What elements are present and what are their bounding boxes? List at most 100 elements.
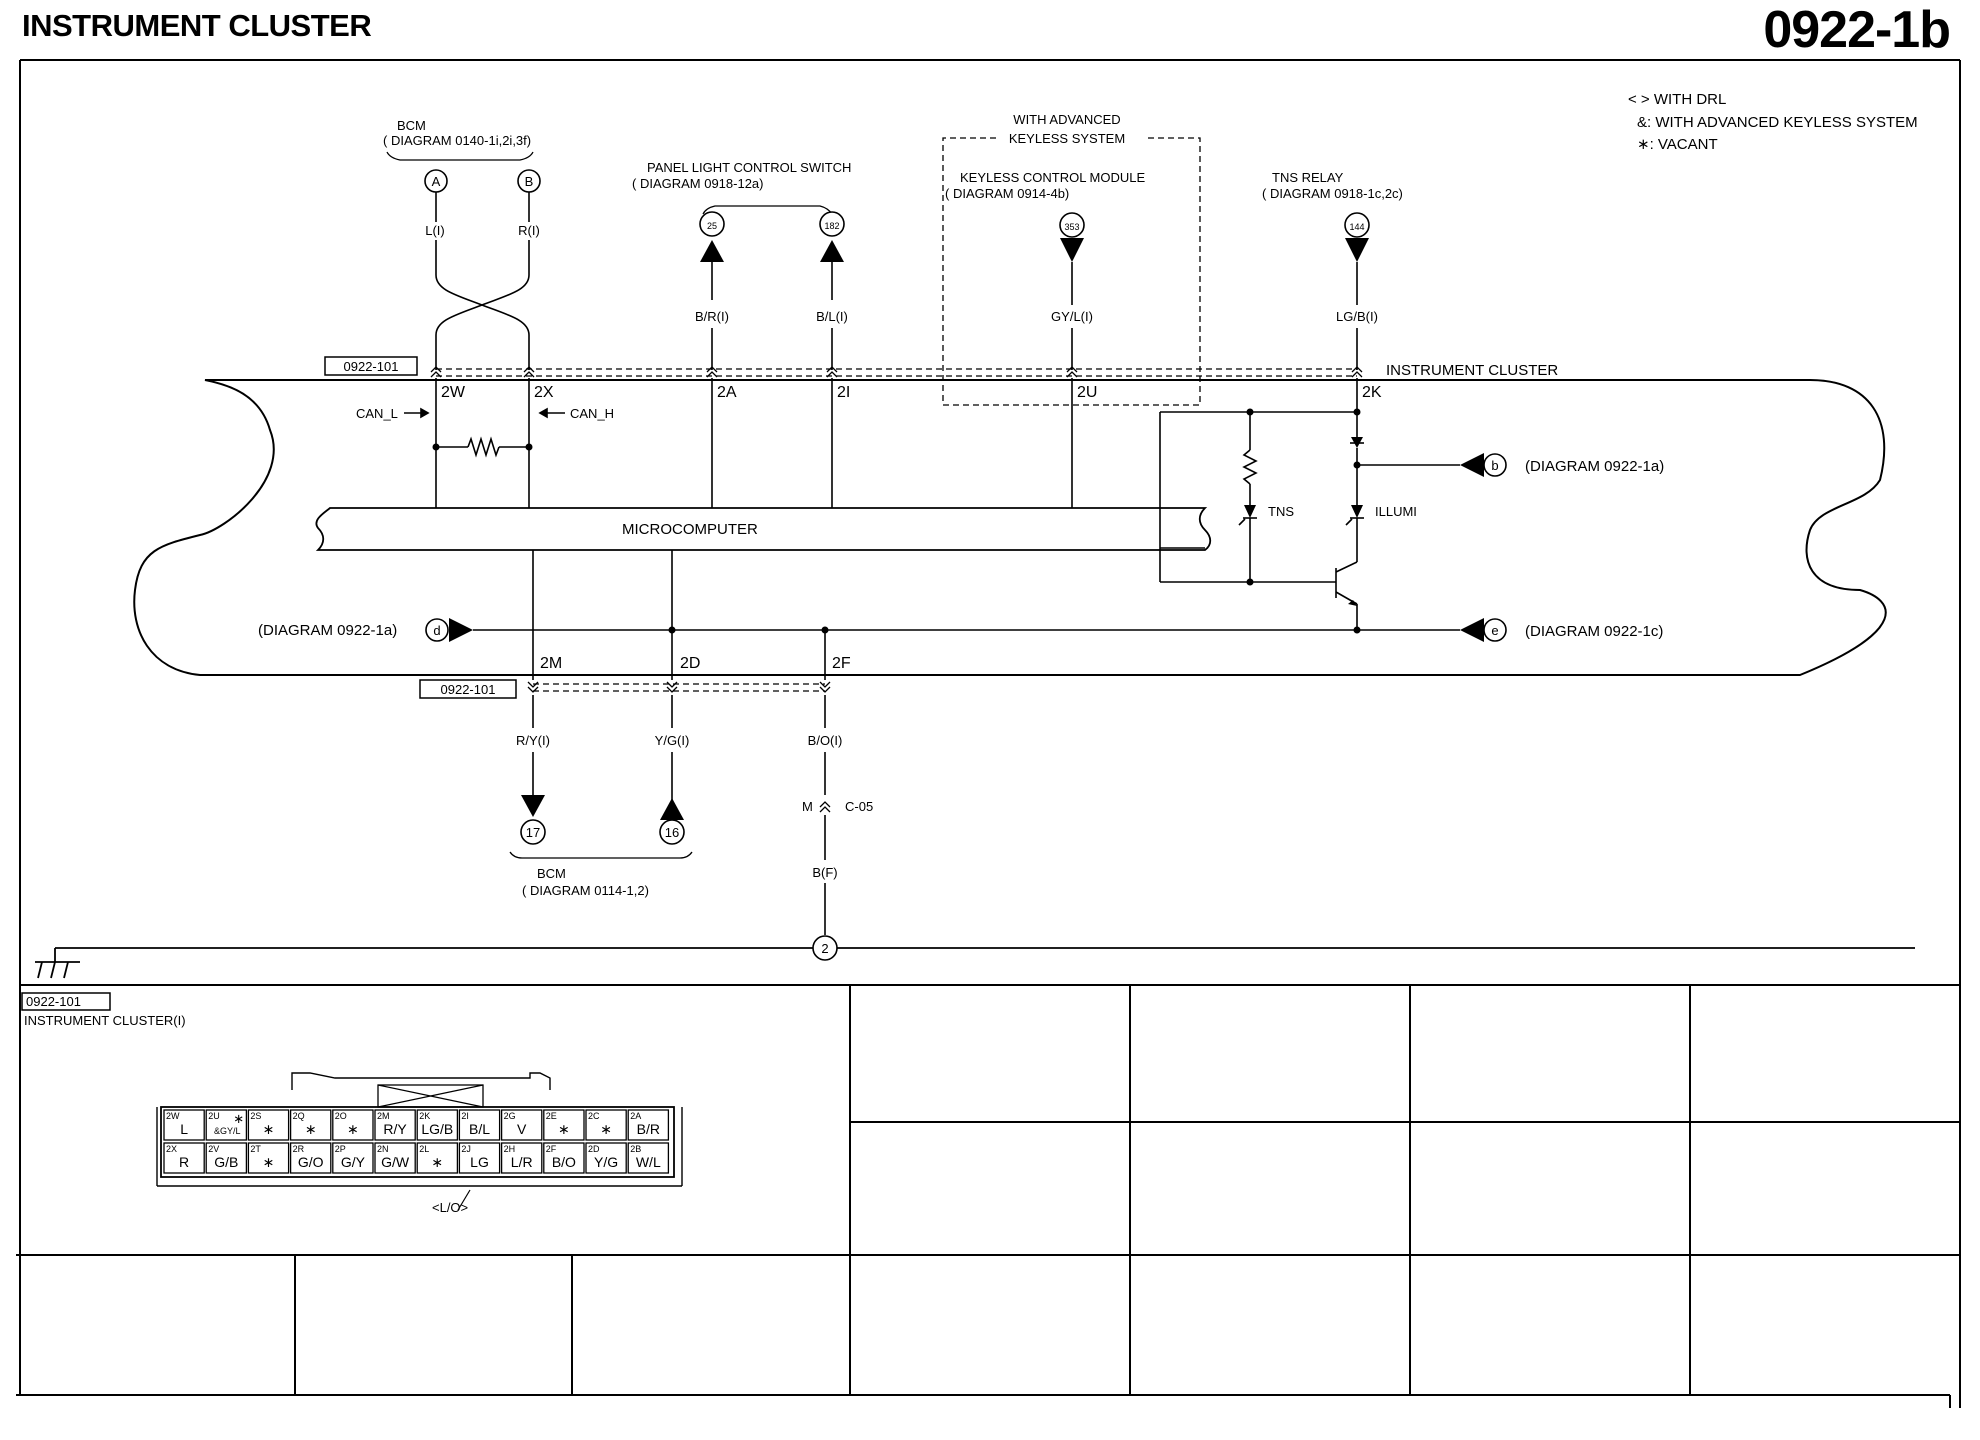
bcm-terminal-16: 16 — [665, 825, 679, 840]
keyless-option-2: KEYLESS SYSTEM — [1009, 131, 1125, 146]
connector-pin-cell — [458, 1109, 501, 1141]
connector-m-label: M — [802, 799, 813, 814]
legend-keyless: &: WITH ADVANCED KEYLESS SYSTEM — [1637, 114, 1918, 131]
connector-pin-cell — [374, 1142, 416, 1174]
connector-pin-cell — [289, 1109, 332, 1141]
connector-pin-cell — [332, 1142, 374, 1174]
offpage-e-ref: (DIAGRAM 0922-1c) — [1525, 623, 1663, 640]
wire-color-can-l: L(I) — [425, 223, 445, 238]
connector-pin-cell — [416, 1142, 459, 1174]
bcm-terminal-a: A — [432, 174, 441, 189]
illumi-lamp-label: ILLUMI — [1375, 504, 1417, 519]
connector-pin-color: W/L — [636, 1154, 661, 1170]
connector-pin-id: 2S — [250, 1111, 261, 1121]
pin-2w: 2W — [441, 384, 466, 401]
connector-pin-cell — [332, 1109, 374, 1141]
connector-pin-id: 2O — [335, 1111, 347, 1121]
connector-pin-id: 2R — [293, 1144, 305, 1154]
connector-pin-id: 2C — [588, 1111, 600, 1121]
connector-pin-cell — [247, 1109, 290, 1141]
offpage-connector-b: b (DIAGRAM 0922-1a) — [1460, 453, 1664, 477]
connector-pin-id: 2A — [630, 1111, 641, 1121]
connector-pin-id: 2J — [461, 1144, 471, 1154]
connector-pin-id: 2V — [208, 1144, 219, 1154]
connector-pin-id: 2U — [208, 1111, 220, 1121]
connector-pin-color: Y/G — [594, 1154, 618, 1170]
ground-point-2 — [812, 935, 838, 961]
bcm-bottom-ref: ( DIAGRAM 0114-1,2) — [522, 883, 649, 898]
connector-view-ref: 0922-101 — [26, 994, 81, 1009]
connector-pin-color: ∗ — [305, 1121, 317, 1137]
keyless-terminal-353: 353 — [1064, 222, 1079, 232]
connector-pin-id: 2P — [335, 1144, 346, 1154]
pin-2m: 2M — [540, 655, 562, 672]
microcomputer-label: MICROCOMPUTER — [622, 521, 758, 538]
pin-2i: 2I — [837, 384, 850, 401]
connector-pin-cell — [585, 1142, 627, 1174]
connector-pin-id: 2I — [461, 1111, 469, 1121]
offpage-b-ref: (DIAGRAM 0922-1a) — [1525, 458, 1664, 475]
vacant-mark: ∗ — [233, 1111, 244, 1126]
connector-pin-color: ∗ — [431, 1154, 443, 1170]
bottom-connector-ref: 0922-101 — [441, 682, 496, 697]
panel-light-switch-source: PANEL LIGHT CONTROL SWITCH ( DIAGRAM 091… — [632, 160, 851, 370]
connector-pin-color: R/Y — [383, 1121, 407, 1137]
pin-2a: 2A — [717, 384, 737, 401]
offpage-connector-d: (DIAGRAM 0922-1a) d — [258, 618, 473, 642]
connector-pin-color: ∗ — [600, 1121, 612, 1137]
offpage-d-letter: d — [433, 623, 440, 638]
wire-color-bf: B(F) — [812, 865, 837, 880]
keyless-option-1: WITH ADVANCED — [1013, 112, 1120, 127]
connector-pin-color: G/Y — [341, 1154, 366, 1170]
connector-pin-id: 2E — [546, 1111, 557, 1121]
bcm-name: BCM — [397, 118, 426, 133]
connector-pin-cell — [289, 1142, 332, 1174]
wire-color-bo: B/O(I) — [808, 733, 843, 748]
keyless-ref: ( DIAGRAM 0914-4b) — [945, 186, 1069, 201]
bcm-bottom-name: BCM — [537, 866, 566, 881]
connector-pin-color: V — [517, 1121, 527, 1137]
keyless-name: KEYLESS CONTROL MODULE — [960, 170, 1146, 185]
signal-line-d-e — [473, 550, 1460, 631]
wire-color-yg: Y/G(I) — [655, 733, 690, 748]
wire-color-can-h: R(I) — [518, 223, 540, 238]
ground-bus — [35, 947, 1915, 979]
wire-color-bl: B/L(I) — [816, 309, 848, 324]
connector-pin-color: ∗ — [347, 1121, 359, 1137]
pin-2d: 2D — [680, 655, 700, 672]
illumination-circuit — [1159, 378, 1460, 628]
connector-pin-id: 2D — [588, 1144, 600, 1154]
bottom-wires — [532, 550, 826, 680]
panel-keyless-internal-wires — [711, 378, 1073, 508]
top-connector-ref: 0922-101 — [344, 359, 399, 374]
panel-terminal-182: 182 — [824, 221, 839, 231]
drl-note: <L/O> — [432, 1200, 468, 1215]
bcm-ref: ( DIAGRAM 0140-1i,2i,3f) — [383, 133, 531, 148]
connector-pin-color: ∗ — [263, 1121, 275, 1137]
connector-pin-color: G/O — [298, 1154, 324, 1170]
connector-pin-color: LG/B — [421, 1121, 453, 1137]
offpage-b-letter: b — [1491, 458, 1498, 473]
connector-pin-id: 2W — [166, 1111, 180, 1121]
offpage-e-letter: e — [1491, 623, 1498, 638]
connector-view-title: INSTRUMENT CLUSTER(I) — [24, 1013, 186, 1028]
connector-pin-color: LG — [470, 1154, 489, 1170]
connector-pin-id: 2B — [630, 1144, 641, 1154]
bcm-can-source: BCM ( DIAGRAM 0140-1i,2i,3f) A B L(I) R(… — [383, 118, 541, 370]
pin-2k: 2K — [1362, 384, 1382, 401]
wire-color-br: B/R(I) — [695, 309, 729, 324]
connector-pin-color: ∗ — [558, 1121, 570, 1137]
connector-pin-id: 2X — [166, 1144, 177, 1154]
connector-pin-color: G/W — [381, 1154, 410, 1170]
legend: < > WITH DRL &: WITH ADVANCED KEYLESS SY… — [1628, 91, 1918, 153]
connector-pin-grid: 2WL2U&GY/L2S∗2Q∗2O∗2MR/Y2KLG/B2IB/L2GV2E… — [163, 1109, 670, 1174]
connector-pin-cell — [500, 1142, 543, 1174]
wire-color-gyl: GY/L(I) — [1051, 309, 1093, 324]
diagram-code: 0922-1b — [1763, 1, 1951, 59]
can-h-label: CAN_H — [570, 406, 614, 421]
connector-pin-cell — [500, 1109, 543, 1141]
connector-pin-id: 2L — [419, 1144, 429, 1154]
can-bus-wiring — [404, 378, 565, 508]
wire-color-lgb: LG/B(I) — [1336, 309, 1378, 324]
